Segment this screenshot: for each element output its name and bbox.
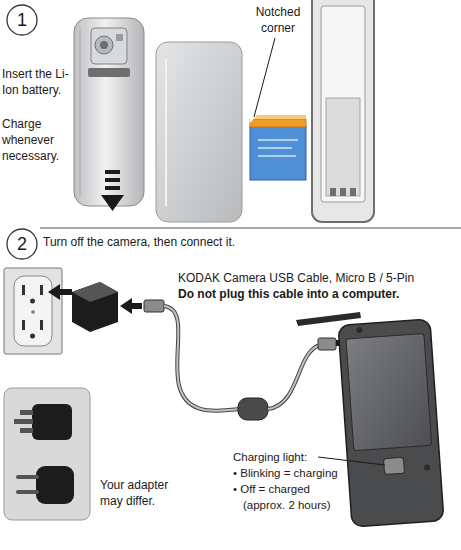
slide-arrow-dash [105,186,120,190]
plate-screw [31,310,35,314]
charging-light [383,457,404,474]
plug-in-arrow [48,284,72,300]
camera-front [338,319,444,527]
slide-arrow-head [101,195,124,211]
outlet-slot [22,320,25,330]
step-number-text: 1 [17,10,27,30]
ground-hole [30,299,35,304]
ferrite-core [238,398,268,420]
camera-screen [346,333,432,450]
alternate-adapter [36,466,74,504]
outlet-slot [22,285,25,295]
battery-contact [330,188,336,196]
camera-body [312,0,374,222]
battery-sticker [258,155,296,157]
usb-cable-core [164,306,240,411]
battery-cover [156,42,242,222]
step-circle-outline [7,5,37,35]
indicator-note: (approx. 2 hours) [243,497,353,513]
slide-arrow-dash [105,170,120,174]
battery-sticker [258,147,292,149]
lens-module [91,28,127,64]
indicator-state: • Off = charged [233,481,349,497]
adapter-top [72,282,118,302]
plug-pin [18,490,37,494]
adapter-note: Your adapter may differ. [100,477,174,509]
power-adapter [72,282,118,332]
outlet-slot [40,320,43,330]
camera-back [74,18,144,206]
slide-arrow-dash [105,178,120,182]
plug-prong [14,419,33,424]
step-number: 1 [6,4,38,36]
step-number-text: 2 [17,234,27,254]
battery-body [250,126,306,180]
plug-prong [20,410,33,415]
battery-sticker [258,139,298,141]
instruction-text: Charge whenever necessary. [2,116,74,164]
battery-top [250,119,306,127]
camera-front-body [338,319,444,527]
battery-notch [250,115,257,123]
power-button [356,327,362,333]
step-circle-outline [7,229,37,259]
instruction-text: Insert the Li-Ion battery. [2,66,74,98]
battery-compartment [321,6,365,202]
micro-usb-plug [318,338,336,350]
callout-label: Notched corner [246,4,310,36]
outlet-face [14,276,52,346]
camera-edge [80,30,81,195]
alternate-plugs-panel [4,388,90,520]
step-instruction: Turn off the camera, then connect it. [43,234,453,250]
flash-window [116,34,123,41]
wall-plate [4,268,62,354]
indicator-label: Charging light: [233,449,345,465]
battery-edge [252,115,306,119]
indicator-state: • Blinking = charging [233,465,349,481]
ground-hole [30,334,35,339]
usb-cable [164,306,240,411]
usb-cable-core [268,345,320,409]
cover-highlight [165,58,167,206]
plug-in-arrow [120,298,142,314]
outlet-slot [40,285,43,295]
usb-cable [268,345,320,409]
plug-pin [18,475,37,479]
step-number: 2 [6,228,38,260]
battery-contact [340,188,346,196]
camera-lens [95,36,113,54]
usb-plug [144,300,164,312]
camera-mic [424,464,430,470]
lens-center [100,41,108,49]
battery-slot [326,98,360,196]
section-divider [40,228,461,229]
battery-contact [350,188,356,196]
warning-note: Do not plug this cable into a computer. [178,286,460,302]
alternate-adapter [32,404,72,440]
plug-prong [20,428,33,433]
leader-line [318,457,385,465]
camera-strip [88,68,130,77]
cable-label: KODAK Camera USB Cable, Micro B / 5-Pin [178,270,460,286]
leader-line [254,38,275,117]
